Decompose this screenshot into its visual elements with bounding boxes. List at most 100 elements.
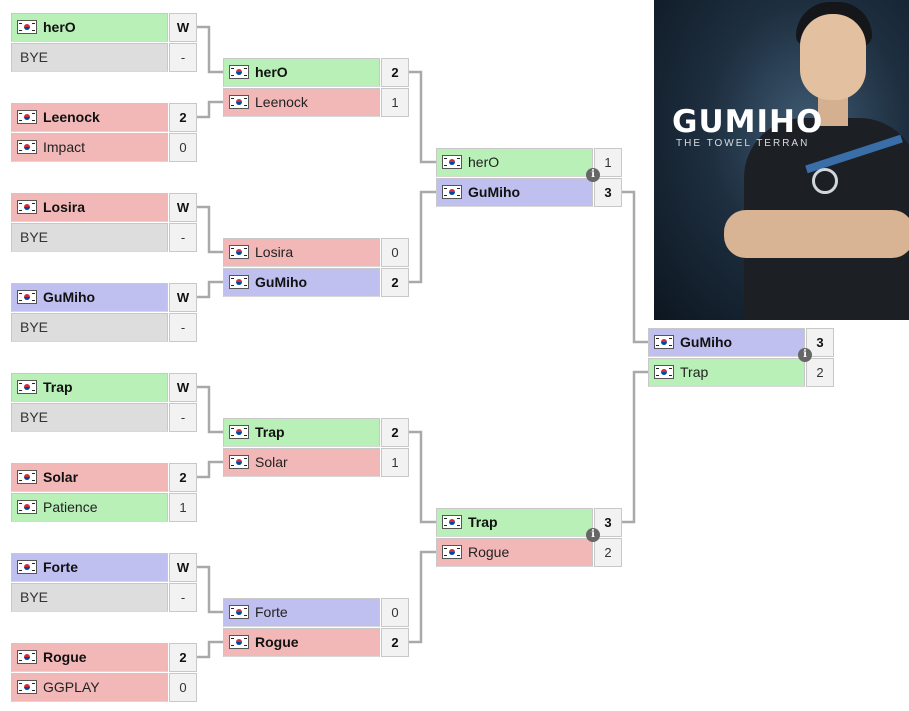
info-icon[interactable]: i [586,528,600,542]
player-slot[interactable]: BYE - [11,313,197,343]
player-slot[interactable]: BYE- [11,223,197,253]
player-score: 0 [381,238,409,267]
south-korea-flag-icon [229,425,249,439]
player-name: Trap [468,514,498,530]
player-score: 0 [169,673,197,702]
player-bar [11,193,168,222]
player-slot[interactable]: Trap 2 [223,418,409,448]
player-bar [11,103,168,132]
player-slot[interactable]: BYE- [11,583,197,613]
south-korea-flag-icon [442,515,462,529]
player-slot[interactable]: GuMiho 3 [436,178,622,208]
player-score: - [169,583,197,612]
south-korea-flag-icon [17,290,37,304]
bracket-connector [409,190,436,284]
player-score: W [169,13,197,42]
player-score: W [169,193,197,222]
south-korea-flag-icon [229,605,249,619]
player-bar [11,403,168,432]
player-score: - [169,313,197,342]
south-korea-flag-icon [654,365,674,379]
south-korea-flag-icon [229,245,249,259]
player-bar [436,538,593,567]
info-icon[interactable]: i [586,168,600,182]
player-name: BYE [20,229,49,245]
south-korea-flag-icon [229,455,249,469]
player-bar [11,553,168,582]
player-slot[interactable]: BYE- [11,43,197,73]
player-bar [223,238,380,267]
bracket-connector [197,100,223,119]
player-bar [223,628,380,657]
poster-player-face [800,14,866,100]
player-bar [436,178,593,207]
player-name: Leenock [43,109,100,125]
south-korea-flag-icon [17,380,37,394]
player-name: Trap [680,364,709,380]
bracket-connector [409,70,436,164]
player-name: Rogue [255,634,299,650]
south-korea-flag-icon [17,140,37,154]
player-name: GuMiho [468,184,521,200]
player-score: 2 [594,538,622,567]
south-korea-flag-icon [17,500,37,514]
player-slot[interactable]: BYE- [11,403,197,433]
info-icon[interactable]: i [798,348,812,362]
player-name: BYE [20,49,49,65]
player-name: Trap [255,424,285,440]
player-bar [11,673,168,702]
player-name: Solar [255,454,288,470]
south-korea-flag-icon [17,680,37,694]
south-korea-flag-icon [229,65,249,79]
south-korea-flag-icon [442,155,462,169]
bracket-connector [197,205,223,254]
player-score: 3 [594,178,622,207]
player-score: 2 [381,268,409,297]
south-korea-flag-icon [17,200,37,214]
player-poster: GUMIHO THE TOWEL TERRAN [654,0,909,320]
player-bar [11,43,168,72]
player-name: BYE [20,319,49,335]
south-korea-flag-icon [17,560,37,574]
player-score: 2 [381,418,409,447]
player-bar [436,508,593,537]
